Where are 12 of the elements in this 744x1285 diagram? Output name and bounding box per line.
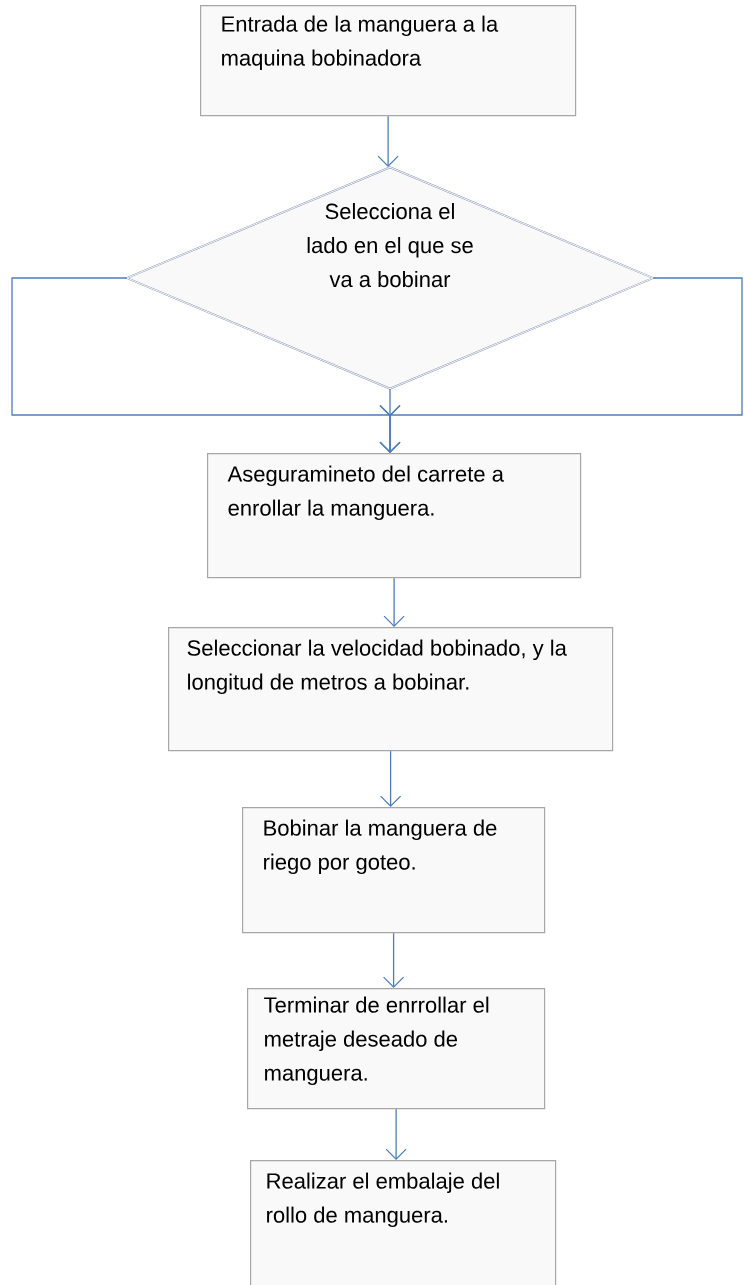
process-box: Entrada de la manguera a la maquina bobinadora: [200, 5, 577, 117]
arrow: [385, 1108, 407, 1160]
process-box: Bobinar la manguera de riego por goteo.: [242, 807, 546, 934]
arrow: [382, 932, 405, 988]
process-box: Aseguramineto del carrete a enrollar la manguera.: [207, 453, 582, 579]
process-box: Terminar de enrrollar el metraje deseado de manguera.: [247, 988, 546, 1110]
process-box: Realizar el embalaje del rollo de manguera.: [250, 1160, 557, 1285]
loop-arrow: [379, 277, 743, 453]
arrow: [379, 750, 402, 807]
arrow: [377, 115, 399, 168]
arrow: [383, 577, 405, 627]
process-box: Seleccionar la velocidad bobinado, y la longitud de metros a bobinar.: [168, 627, 614, 752]
